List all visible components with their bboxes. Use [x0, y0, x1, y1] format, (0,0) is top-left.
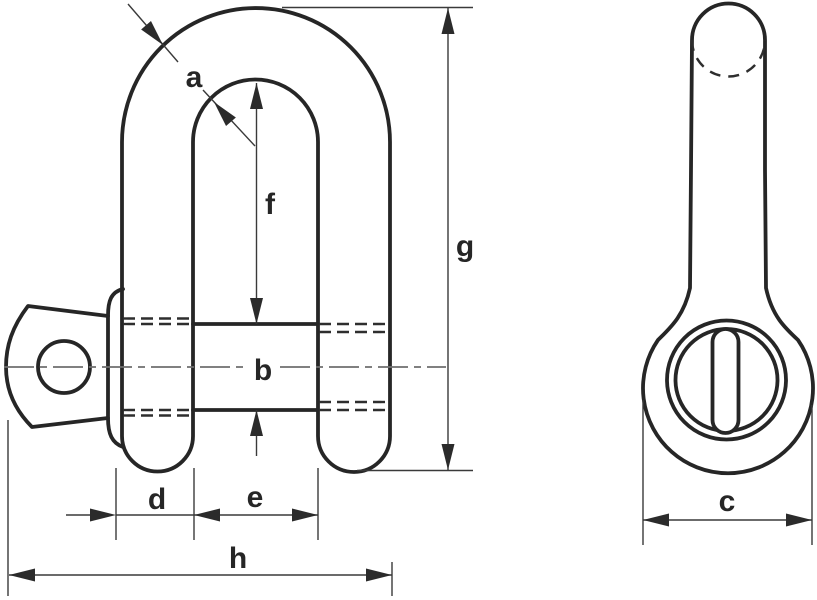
dim-label-g: g [456, 230, 474, 263]
dim-label-f: f [265, 188, 276, 221]
dimension-a: a [127, 3, 256, 147]
hidden-lines-right-leg [319, 322, 389, 412]
dim-label-d: d [148, 483, 166, 516]
dimension-f: f [250, 83, 276, 324]
extension-lines-bottom [115, 468, 319, 540]
dim-label-a: a [186, 61, 203, 94]
dimension-d: d [66, 483, 194, 522]
dim-label-b: b [254, 354, 272, 387]
dimension-c: c [642, 400, 813, 545]
dim-label-c: c [719, 485, 736, 518]
front-view: a f b g [4, 3, 474, 596]
dim-label-e: e [247, 481, 264, 514]
hidden-lines-left-leg [123, 317, 192, 417]
dimension-b: b [250, 354, 272, 456]
dim-label-h: h [229, 542, 247, 575]
dimension-g: g [282, 6, 474, 472]
dimension-h: h [7, 420, 393, 596]
side-view: c [641, 1, 815, 545]
pin-flange-circle [665, 318, 788, 442]
crown-hidden-arc [690, 39, 767, 78]
shackle-bow-outline [120, 6, 392, 474]
pin-slot [710, 327, 741, 435]
dimension-e: e [194, 481, 318, 522]
